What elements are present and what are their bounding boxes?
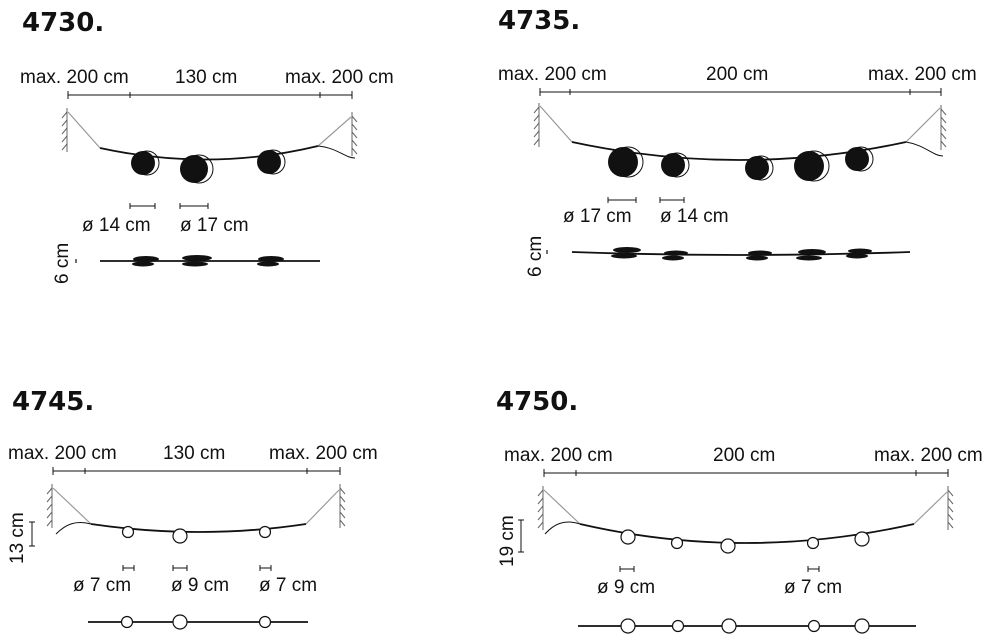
lamp	[854, 531, 870, 547]
side-view-lamp	[854, 618, 870, 634]
wall-right	[351, 112, 358, 156]
dimension-line	[67, 91, 353, 99]
lamp	[131, 150, 160, 176]
diameter-label: ø 17 cm	[180, 215, 249, 236]
main-cable	[90, 523, 307, 533]
power-cord	[905, 141, 944, 157]
wall-right	[339, 484, 346, 528]
height-label: 6 cm	[525, 236, 546, 277]
dim-center: 200 cm	[713, 445, 775, 466]
height-label: 13 cm	[7, 512, 28, 564]
dim-left: max. 200 cm	[20, 67, 129, 88]
dim-left: max. 200 cm	[498, 64, 607, 85]
lamp	[670, 536, 684, 550]
side-view-lamps	[132, 255, 284, 267]
diameter-label: ø 14 cm	[82, 215, 151, 236]
wall-left	[46, 484, 53, 528]
diameter-label: ø 7 cm	[259, 575, 317, 596]
dim-center: 200 cm	[706, 64, 768, 85]
lamp	[121, 525, 135, 539]
dim-left: max. 200 cm	[8, 443, 117, 464]
wall-left	[537, 486, 544, 530]
product-code: 4730.	[22, 8, 104, 38]
height-marker	[518, 519, 524, 553]
tension-cable-right	[905, 107, 941, 143]
side-view-lamp	[671, 619, 685, 633]
lamp	[257, 149, 286, 175]
product-code: 4750.	[496, 387, 578, 417]
lamp	[794, 150, 830, 182]
dim-left: max. 200 cm	[504, 445, 613, 466]
tension-cable-left	[52, 487, 92, 525]
dim-center: 130 cm	[175, 67, 237, 88]
wall-right	[947, 486, 954, 530]
product-4750: 4750. max. 200 cm 200 cm max. 200 cm	[496, 387, 983, 634]
lamp	[661, 152, 690, 178]
dim-right: max. 200 cm	[874, 445, 983, 466]
dim-right: max. 200 cm	[285, 67, 394, 88]
tension-cable-right	[305, 489, 340, 525]
product-4730: 4730. max. 200 cm 130 cm max. 200 cm	[20, 8, 394, 284]
lamp	[180, 154, 214, 184]
side-view-lamp	[807, 619, 821, 633]
wall-left	[61, 108, 68, 152]
diameter-markers	[607, 197, 685, 203]
wall-left	[533, 103, 540, 147]
dim-right: max. 200 cm	[868, 64, 977, 85]
diameter-label: ø 7 cm	[73, 575, 131, 596]
height-label: 19 cm	[497, 515, 518, 567]
lamp	[172, 528, 188, 544]
power-cord	[55, 521, 92, 535]
product-code: 4735.	[498, 6, 580, 36]
lamp	[745, 155, 774, 181]
product-4735: 4735. max. 200 cm 200 cm max. 200 cm	[498, 6, 977, 277]
side-view-cable	[571, 251, 911, 256]
dimension-line	[52, 467, 341, 475]
height-label: 6 cm	[52, 243, 73, 284]
tension-cable-left	[539, 105, 573, 143]
product-code: 4745.	[12, 387, 94, 417]
diameter-label: ø 14 cm	[660, 206, 729, 227]
tension-cable-right	[913, 491, 948, 525]
lamp	[608, 146, 644, 178]
lamp	[620, 529, 636, 545]
diameter-markers	[129, 203, 209, 209]
diameter-markers	[122, 565, 272, 571]
tension-cable-right	[317, 116, 352, 147]
dimension-line	[539, 88, 942, 96]
tension-cable-left	[67, 111, 101, 149]
diameter-label: ø 17 cm	[563, 206, 632, 227]
tension-cable-left	[543, 489, 581, 525]
lamp	[720, 538, 736, 554]
diameter-label: ø 9 cm	[597, 577, 655, 598]
side-view-lamp	[258, 615, 272, 629]
lamp	[806, 536, 820, 550]
diameter-label: ø 7 cm	[784, 577, 842, 598]
power-cord	[317, 145, 356, 159]
power-cord	[544, 521, 581, 535]
diameter-markers	[619, 566, 820, 572]
lamp	[258, 525, 272, 539]
lamp	[845, 146, 874, 172]
dimension-line	[543, 469, 949, 477]
wall-right	[940, 105, 947, 150]
dim-right: max. 200 cm	[269, 443, 378, 464]
product-4745: 4745. max. 200 cm 130 cm max. 200 cm 13	[7, 387, 378, 630]
side-view-lamps	[611, 247, 872, 261]
dim-center: 130 cm	[163, 443, 225, 464]
side-view-lamp	[721, 618, 737, 634]
side-view-lamp	[120, 615, 134, 629]
side-view-lamp	[620, 618, 636, 634]
side-view-lamp	[172, 614, 188, 630]
height-marker	[29, 521, 35, 547]
diameter-label: ø 9 cm	[171, 575, 229, 596]
